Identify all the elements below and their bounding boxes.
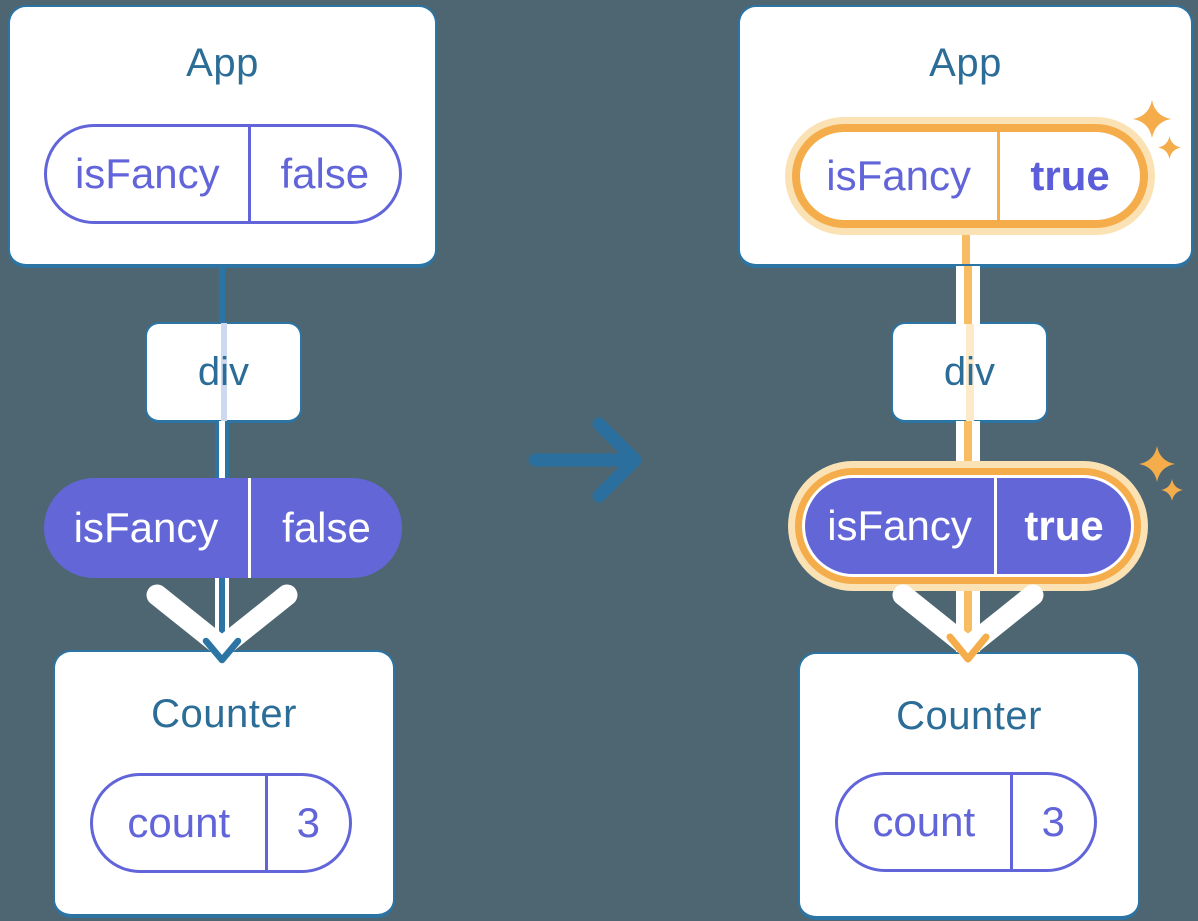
- right-div-inner-line: [965, 323, 974, 422]
- prop-value: true: [994, 478, 1131, 574]
- sparkle-icon: [1139, 446, 1175, 482]
- left-counter-card: Counter count 3: [53, 650, 395, 918]
- left-div-inner-line: [220, 323, 227, 422]
- right-passed-prop-pill: isFancy true: [805, 478, 1131, 574]
- right-app-stem-line: [962, 220, 970, 264]
- sparkle-icon: [1158, 136, 1181, 159]
- left-passed-prop-pill: isFancy false: [44, 478, 402, 578]
- left-connector-div-pill: [215, 421, 229, 480]
- state-value: 3: [264, 776, 349, 870]
- left-app-title: App: [186, 41, 259, 85]
- left-counter-title: Counter: [151, 692, 297, 736]
- right-div-title: div: [943, 349, 996, 394]
- state-key: count: [872, 798, 976, 845]
- left-connector-app-div: [219, 264, 225, 324]
- state-value: 3: [1009, 775, 1094, 869]
- right-app-card: App isFancy true: [738, 5, 1193, 268]
- right-div-card: div: [891, 322, 1048, 423]
- right-counter-state-pill: count 3: [835, 772, 1097, 872]
- state-key: count: [127, 799, 231, 846]
- right-arrow-shaft: [964, 571, 972, 649]
- sparkle-icon: [1133, 100, 1171, 138]
- left-div-card: div: [145, 322, 302, 423]
- right-arrow-icon: [528, 417, 642, 503]
- right-connector-div-pill: [964, 421, 972, 473]
- right-arrowhead-icon: [946, 633, 990, 663]
- prop-key: isFancy: [73, 504, 219, 551]
- prop-value: false: [247, 127, 399, 221]
- prop-value: true: [997, 132, 1140, 220]
- left-arrow-shaft: [219, 575, 225, 652]
- left-app-card: App isFancy false: [8, 5, 437, 268]
- prop-value: false: [248, 478, 402, 578]
- left-div-title: div: [197, 349, 250, 394]
- right-app-title: App: [929, 41, 1002, 85]
- right-connector-app-div: [964, 266, 972, 324]
- left-arrowhead-icon: [202, 637, 242, 664]
- left-counter-state-pill: count 3: [90, 773, 352, 873]
- right-app-prop-pill: isFancy true: [800, 132, 1140, 220]
- prop-key: isFancy: [827, 502, 972, 549]
- right-counter-title: Counter: [896, 694, 1042, 738]
- sparkle-icon: [1161, 479, 1183, 501]
- left-white-chevron: [146, 584, 298, 658]
- prop-key: isFancy: [74, 150, 220, 197]
- right-white-chevron: [892, 584, 1044, 658]
- right-counter-card: Counter count 3: [798, 652, 1140, 920]
- left-app-prop-pill: isFancy false: [44, 124, 402, 224]
- prop-key: isFancy: [826, 152, 971, 199]
